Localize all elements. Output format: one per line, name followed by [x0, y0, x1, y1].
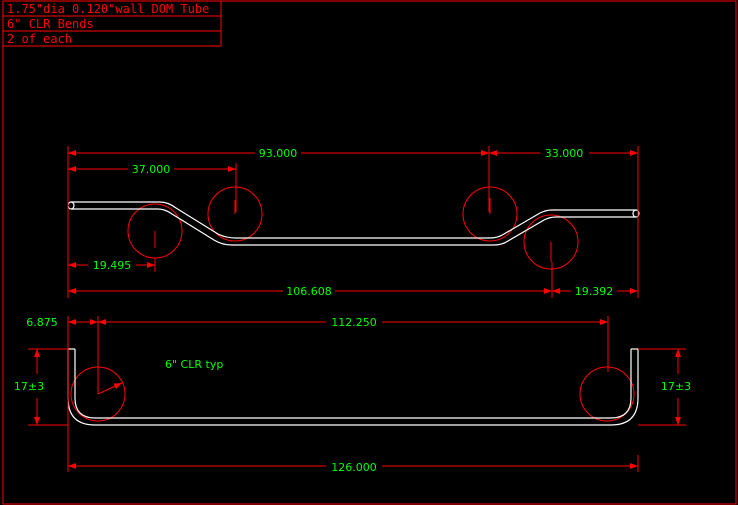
front-bend-circle-right [579, 366, 635, 422]
dim-6-875: 6.875 [26, 316, 58, 329]
dim-19-392: 19.392 [575, 285, 614, 298]
bend-circle-3 [462, 186, 518, 242]
dim-106-608: 106.608 [286, 285, 332, 298]
dim-left-height: 17±3 [14, 380, 44, 393]
radius-leader [97, 382, 123, 395]
title-tube-spec: 1.75"dia 0.120"wall DOM Tube [7, 2, 209, 16]
dim-37: 37.000 [132, 163, 171, 176]
dim-93: 93.000 [259, 147, 298, 160]
dim-right-height: 17±3 [661, 380, 691, 393]
note-clr-typ: 6" CLR typ [165, 358, 223, 371]
dim-33: 33.000 [545, 147, 584, 160]
title-block: 1.75"dia 0.120"wall DOM Tube 6" CLR Bend… [2, 0, 222, 47]
dim-112-250: 112.250 [331, 316, 377, 329]
bend-circle-2 [207, 186, 263, 242]
dim-19-495: 19.495 [93, 259, 132, 272]
top-view: 93.000 37.000 33.000 19.495 106.608 19.3… [67, 146, 640, 298]
tube-top-view [67, 201, 640, 246]
title-quantity: 2 of each [7, 32, 72, 46]
bend-circle-4 [523, 214, 579, 270]
front-view: 6.875 112.250 17±3 17±3 6" CLR typ 126.0… [14, 316, 691, 474]
title-bend-spec: 6" CLR Bends [7, 17, 94, 31]
dim-126: 126.000 [331, 461, 377, 474]
tube-front-view [67, 348, 639, 426]
